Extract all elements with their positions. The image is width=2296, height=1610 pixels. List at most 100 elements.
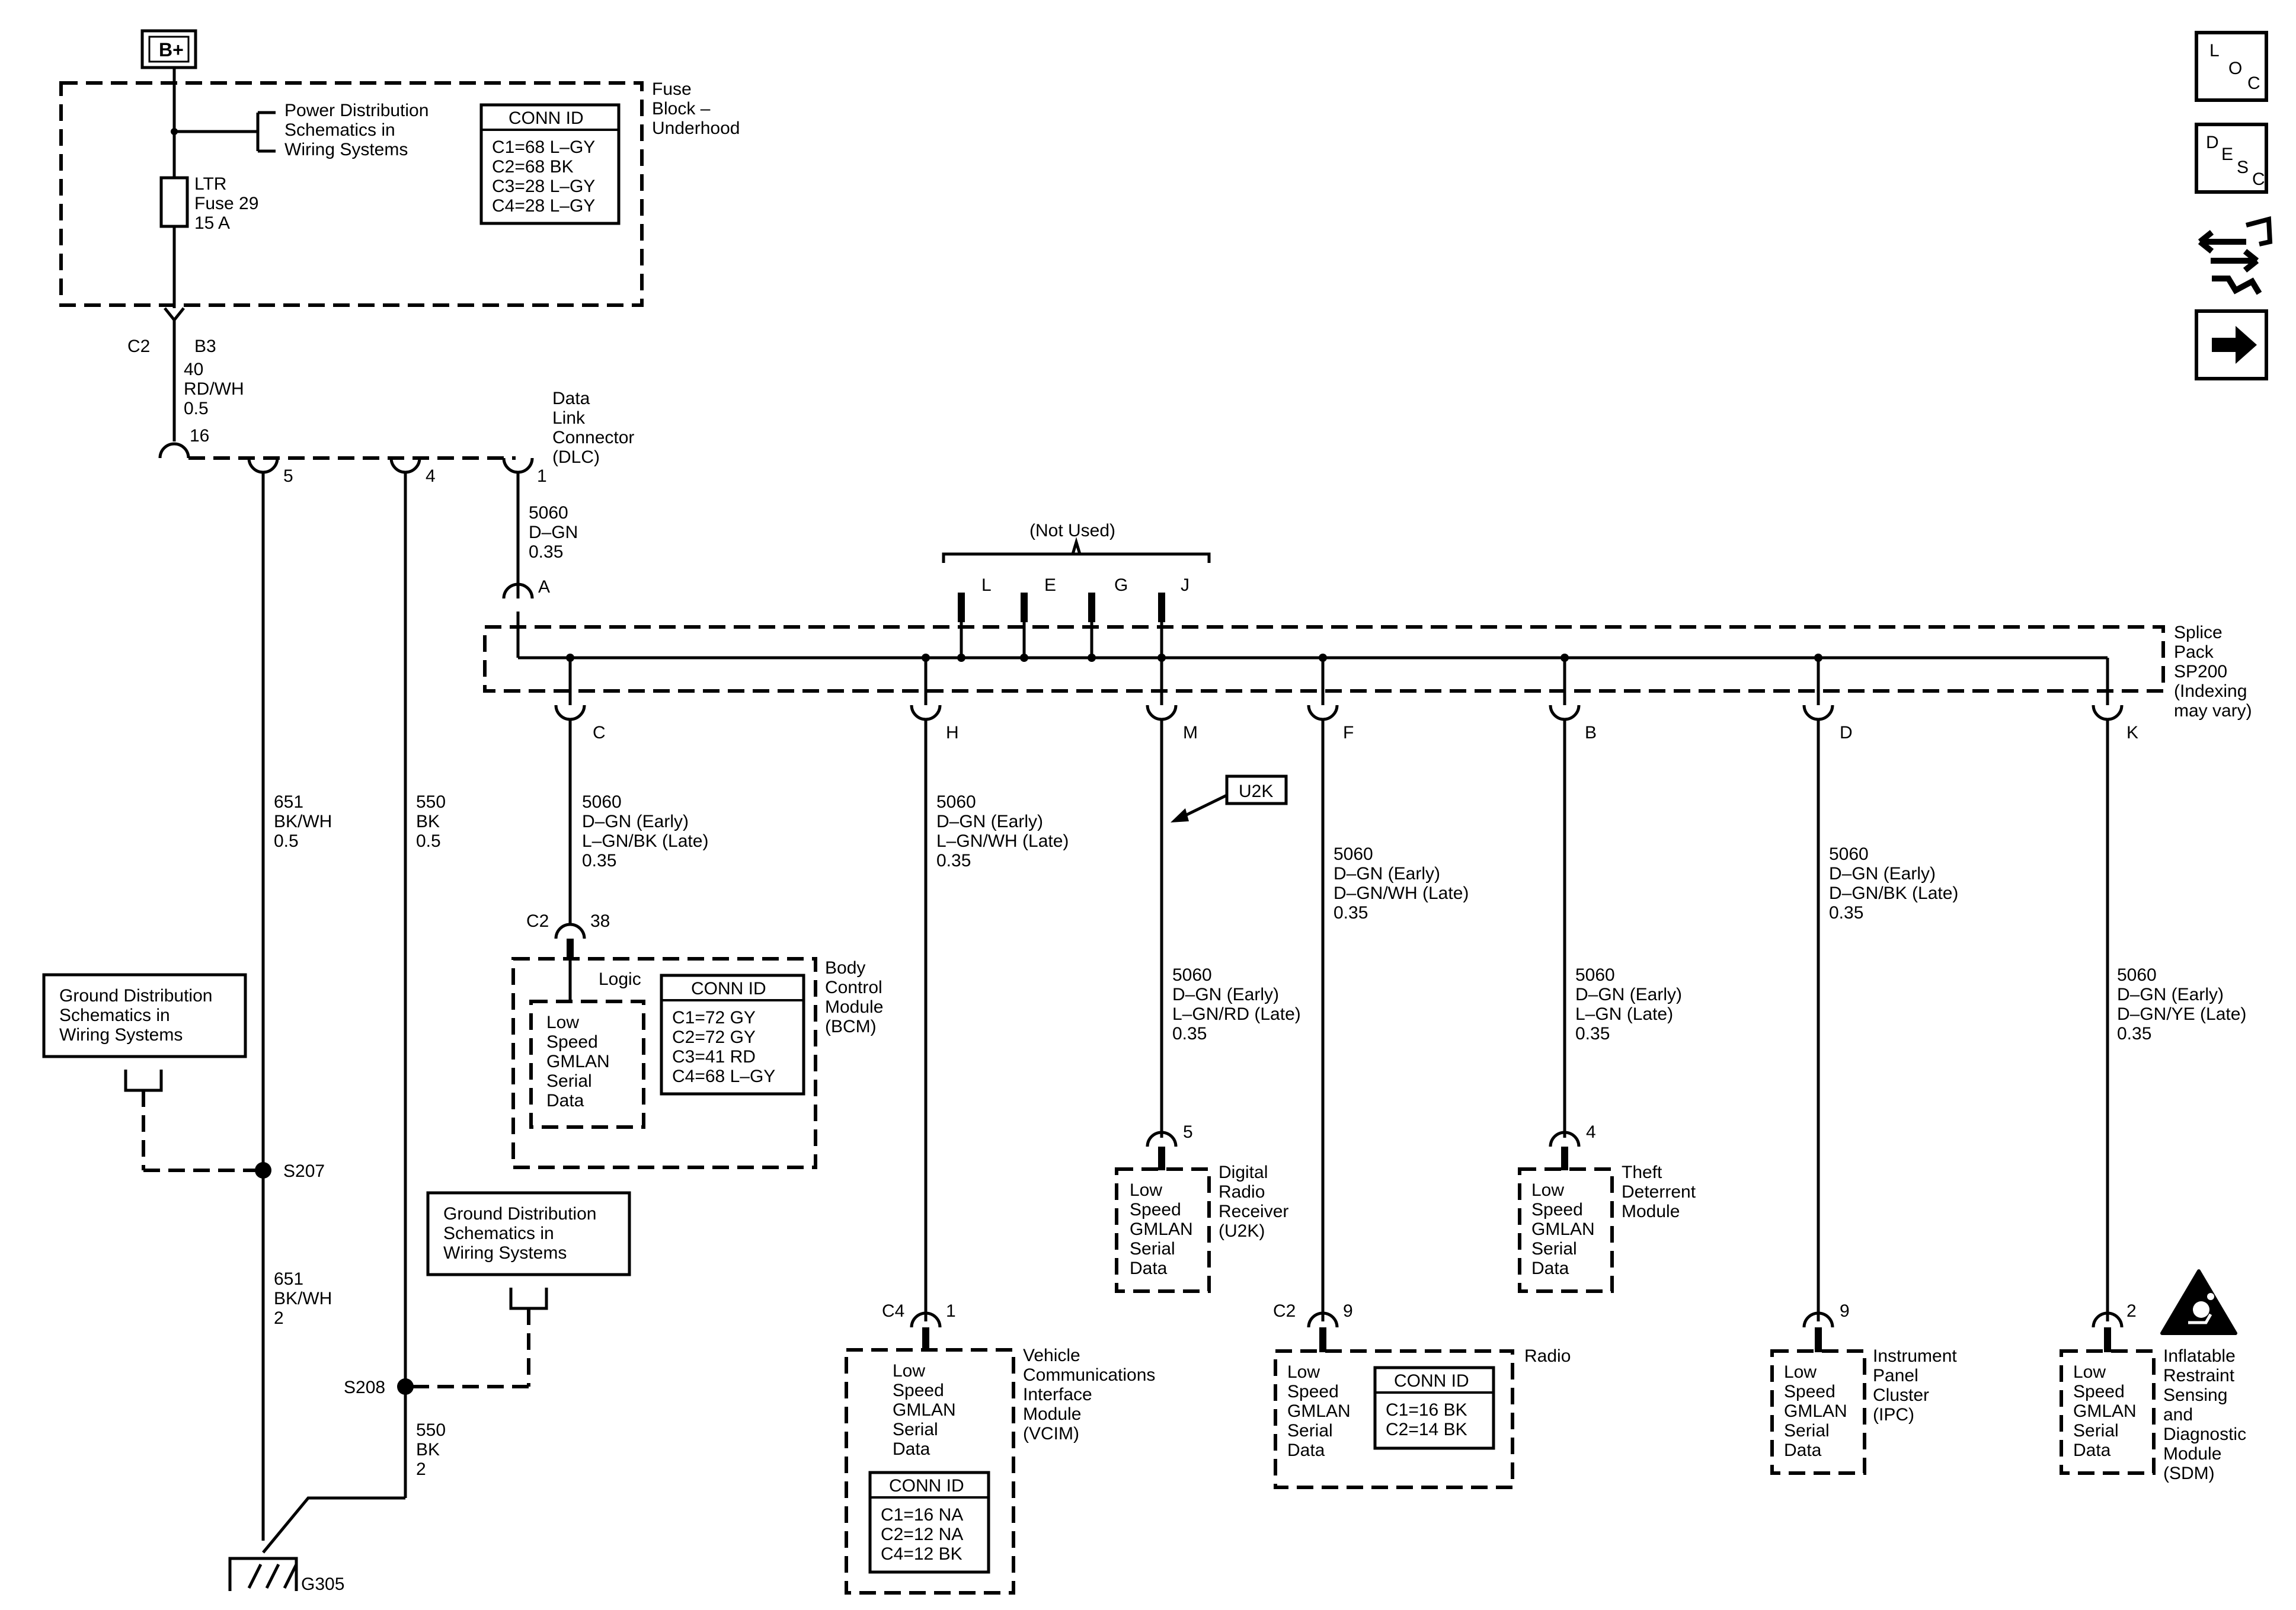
svg-text:G: G bbox=[1114, 575, 1128, 595]
svg-text:B: B bbox=[1585, 723, 1597, 742]
svg-text:C1=68 L–GY: C1=68 L–GY bbox=[492, 137, 595, 157]
bcm-branch: 5060 D–GN (Early) L–GN/BK (Late) 0.35 C2… bbox=[511, 719, 888, 1169]
ground-distribution-ref-2[interactable]: Ground Distribution Schematics in Wiring… bbox=[426, 1191, 631, 1276]
svg-text:(Not Used): (Not Used) bbox=[1029, 521, 1115, 540]
svg-text:C: C bbox=[593, 723, 606, 742]
theft-name: Theft Deterrent Module bbox=[1622, 1163, 1700, 1221]
wire-651-label: 651 BK/WH 0.5 bbox=[274, 792, 337, 851]
vcim-gmlan-label: Low Speed GMLAN Serial Data bbox=[893, 1361, 961, 1459]
svg-text:38: 38 bbox=[590, 911, 610, 931]
radio-gmlan-label: Low Speed GMLAN Serial Data bbox=[1287, 1362, 1355, 1460]
svg-text:L: L bbox=[981, 575, 992, 595]
description-icon[interactable]: D E S C bbox=[2195, 123, 2268, 194]
vcim-branch: 5060 D–GN (Early) L–GN/WH (Late) 0.35 C4… bbox=[845, 719, 1160, 1595]
svg-text:CONN ID: CONN ID bbox=[1394, 1371, 1469, 1391]
ground-circuits: 651 BK/WH 0.5 550 BK 0.5 Ground Distribu… bbox=[42, 472, 631, 1594]
svg-text:J: J bbox=[1181, 575, 1189, 595]
fuse-29-label: LTR Fuse 29 15 A bbox=[194, 174, 264, 233]
bcm-name: Body Control Module (BCM) bbox=[825, 958, 888, 1036]
sdm-branch: 5060 D–GN (Early) D–GN/YE (Late) 0.35 2 … bbox=[2060, 719, 2252, 1483]
svg-text:A: A bbox=[538, 577, 550, 597]
svg-text:C2: C2 bbox=[127, 337, 150, 356]
location-icon[interactable]: L O C bbox=[2195, 31, 2268, 102]
svg-text:C2: C2 bbox=[526, 911, 549, 931]
power-distribution-ref[interactable]: Power Distribution Schematics in Wiring … bbox=[284, 101, 434, 159]
radio-rx-gmlan-label: Low Speed GMLAN Serial Data bbox=[1130, 1180, 1198, 1278]
radio-wire-label: 5060 D–GN (Early) D–GN/WH (Late) 0.35 bbox=[1334, 844, 1474, 923]
svg-text:5: 5 bbox=[1183, 1122, 1193, 1142]
next-page-arrow-icon[interactable] bbox=[2195, 309, 2268, 380]
u2k-option-tag: U2K bbox=[1171, 774, 1288, 822]
svg-text:D: D bbox=[1840, 723, 1853, 742]
ground-symbol bbox=[228, 1557, 298, 1591]
svg-text:9: 9 bbox=[1343, 1301, 1353, 1321]
svg-text:C1=72 GY: C1=72 GY bbox=[672, 1008, 756, 1028]
theft-deterrent-branch: 5060 D–GN (Early) L–GN (Late) 0.35 4 Low… bbox=[1518, 719, 1700, 1293]
svg-text:C1=16 NA: C1=16 NA bbox=[881, 1505, 963, 1525]
ground-g305: G305 bbox=[301, 1574, 344, 1594]
svg-text:C4=28 L–GY: C4=28 L–GY bbox=[492, 196, 595, 216]
bcm-logic-label: Logic bbox=[599, 969, 641, 989]
svg-text:5: 5 bbox=[283, 466, 293, 486]
svg-text:C4=68 L–GY: C4=68 L–GY bbox=[672, 1067, 775, 1086]
fuse-block-conn-id-table: CONN ID C1=68 L–GY C2=68 BK C3=28 L–GY C… bbox=[479, 103, 621, 225]
dlc-wire-label: 5060 D–GN 0.35 bbox=[529, 503, 583, 562]
battery-label: B+ bbox=[159, 39, 184, 60]
svg-text:CONN ID: CONN ID bbox=[889, 1476, 964, 1496]
vcim-name: Vehicle Communications Interface Module … bbox=[1023, 1346, 1160, 1443]
svg-text:S: S bbox=[2237, 158, 2249, 177]
ipc-name: Instrument Panel Cluster (IPC) bbox=[1873, 1346, 1962, 1425]
radio-conn-id-table: CONN ID C1=16 BK C2=14 BK bbox=[1373, 1366, 1495, 1450]
wire-550b-label: 550 BK 2 bbox=[416, 1420, 450, 1479]
wire-651b-label: 651 BK/WH 2 bbox=[274, 1269, 337, 1328]
svg-text:16: 16 bbox=[190, 426, 209, 446]
radio-rx-wire-label: 5060 D–GN (Early) L–GN/RD (Late) 0.35 bbox=[1172, 965, 1306, 1044]
svg-text:C4=12 BK: C4=12 BK bbox=[881, 1544, 962, 1564]
theft-wire-label: 5060 D–GN (Early) L–GN (Late) 0.35 bbox=[1575, 965, 1687, 1044]
radio-name: Radio bbox=[1524, 1346, 1571, 1366]
svg-text:Ground Distribution Sc: Ground Distribution Schematics in Wiring… bbox=[59, 986, 218, 1045]
svg-text:C3=28 L–GY: C3=28 L–GY bbox=[492, 177, 595, 196]
splice-pack-sp200: A Splice Pack SP200 (Indexing may vary) … bbox=[483, 521, 2252, 742]
radio-rx-name: Digital Radio Receiver (U2K) bbox=[1219, 1163, 1294, 1241]
bcm-gmlan-label: Low Speed GMLAN Serial Data bbox=[546, 1013, 615, 1110]
svg-text:M: M bbox=[1183, 723, 1198, 742]
airbag-warning-icon bbox=[2160, 1269, 2237, 1335]
svg-text:E: E bbox=[2221, 145, 2233, 164]
ipc-gmlan-label: Low Speed GMLAN Serial Data bbox=[1784, 1362, 1852, 1460]
svg-text:1: 1 bbox=[537, 466, 547, 486]
svg-text:E: E bbox=[1044, 575, 1056, 595]
vcim-conn-id-table: CONN ID C1=16 NA C2=12 NA C4=12 BK bbox=[868, 1471, 990, 1574]
svg-text:U2K: U2K bbox=[1239, 782, 1273, 801]
svg-text:C2=12 NA: C2=12 NA bbox=[881, 1525, 963, 1544]
svg-text:B3: B3 bbox=[194, 337, 216, 356]
svg-text:D: D bbox=[2206, 133, 2219, 152]
ipc-wire-label: 5060 D–GN (Early) D–GN/BK (Late) 0.35 bbox=[1829, 844, 1964, 923]
sdm-name: Inflatable Restraint Sensing and Diagnos… bbox=[2163, 1346, 2251, 1483]
svg-text:C2: C2 bbox=[1273, 1301, 1296, 1321]
svg-text:C: C bbox=[2252, 169, 2265, 189]
svg-text:4: 4 bbox=[426, 466, 436, 486]
svg-text:1: 1 bbox=[946, 1301, 956, 1321]
radio-branch: 5060 D–GN (Early) D–GN/WH (Late) 0.35 C2… bbox=[1273, 719, 1571, 1489]
vcim-wire-label: 5060 D–GN (Early) L–GN/WH (Late) 0.35 bbox=[936, 792, 1074, 870]
sdm-gmlan-label: Low Speed GMLAN Serial Data bbox=[2073, 1362, 2141, 1460]
feed-connector-c2-b3: C2 B3 40 RD/WH 0.5 bbox=[127, 307, 249, 441]
ipc-branch: 5060 D–GN (Early) D–GN/BK (Late) 0.35 9 … bbox=[1770, 719, 1964, 1475]
svg-text:H: H bbox=[946, 723, 959, 742]
splice-s208: S208 bbox=[344, 1378, 385, 1397]
svg-text:C4: C4 bbox=[882, 1301, 904, 1321]
ground-distribution-ref-1[interactable]: Ground Distribution Schematics in Wiring… bbox=[42, 973, 247, 1058]
sdm-wire-label: 5060 D–GN (Early) D–GN/YE (Late) 0.35 bbox=[2117, 965, 2252, 1044]
svg-text:K: K bbox=[2126, 723, 2138, 742]
svg-text:F: F bbox=[1343, 723, 1354, 742]
svg-text:C: C bbox=[2247, 73, 2260, 93]
bcm-conn-id-table: CONN ID C1=72 GY C2=72 GY C3=41 RD C4=68… bbox=[660, 974, 805, 1096]
connector-views-icon[interactable] bbox=[2198, 216, 2273, 295]
feed-wire-label: 40 RD/WH 0.5 bbox=[184, 360, 249, 418]
svg-text:C1=16 BK: C1=16 BK bbox=[1386, 1400, 1467, 1420]
bcm-wire-label: 5060 D–GN (Early) L–GN/BK (Late) 0.35 bbox=[582, 792, 714, 870]
data-link-connector: 16 5 4 1 Data Link Connector (DLC) 5060 … bbox=[158, 389, 634, 598]
svg-text:CONN ID: CONN ID bbox=[509, 108, 584, 128]
